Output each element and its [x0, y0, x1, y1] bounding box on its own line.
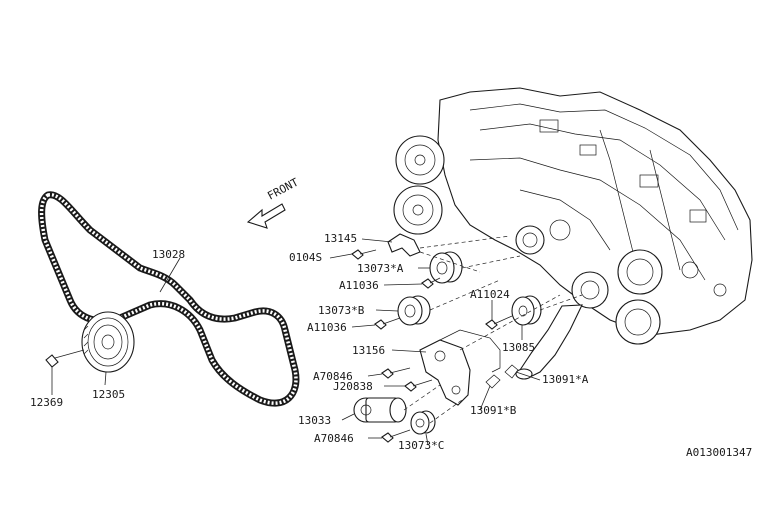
idler-13085 [511, 295, 542, 326]
callout-A70846b: A70846 [314, 432, 354, 445]
belt-guide-13091A [504, 364, 519, 379]
callout-13028: 13028 [152, 248, 185, 261]
callout-13073A: 13073*A [357, 262, 404, 275]
callout-13085: 13085 [502, 341, 535, 354]
callout-0104S: 0104S [289, 251, 322, 264]
bolt-A70846-upper [381, 367, 411, 379]
callout-13073B: 13073*B [318, 304, 365, 317]
timing-belt [38, 191, 300, 407]
crank-bolt [45, 349, 85, 368]
idler-13073C [410, 410, 436, 435]
callout-13091A: 13091*A [542, 373, 589, 386]
callout-12369: 12369 [30, 396, 63, 409]
callout-12305: 12305 [92, 388, 125, 401]
bracket-13145 [387, 233, 421, 257]
reference-code: A013001347 [686, 446, 752, 459]
bolt-A11024 [485, 315, 513, 330]
crank-pulley [81, 311, 135, 373]
bolt-A70846-lower [381, 429, 411, 443]
tensioner-13033 [353, 397, 407, 423]
engine-block [393, 87, 753, 380]
callout-A11036a: A11036 [339, 279, 379, 292]
reference-lines [403, 235, 583, 424]
idler-13073B [397, 295, 431, 326]
bolt-A11036-lower [374, 317, 401, 330]
front-arrow: FRONT [246, 175, 301, 229]
callout-13145: 13145 [324, 232, 357, 245]
bolt-A11036-upper [421, 277, 441, 289]
bolt-0104S [351, 249, 377, 260]
front-label: FRONT [265, 175, 301, 202]
callout-13091B: 13091*B [470, 404, 517, 417]
callout-J20838: J20838 [333, 380, 373, 393]
bolt-J20838 [404, 379, 433, 392]
leader-lines [51, 238, 541, 446]
belt-guide-13091B [485, 374, 501, 389]
callout-A11024: A11024 [470, 288, 510, 301]
tensioner-bracket [419, 329, 501, 406]
callout-13156: 13156 [352, 344, 385, 357]
callout-A11036b: A11036 [307, 321, 347, 334]
callout-13033: 13033 [298, 414, 331, 427]
callout-A70846a: A70846 [313, 370, 353, 383]
callout-13073C: 13073*C [398, 439, 444, 452]
callout-labels: 13028 12305 12369 13145 0104S 13073*A A1… [30, 232, 752, 459]
